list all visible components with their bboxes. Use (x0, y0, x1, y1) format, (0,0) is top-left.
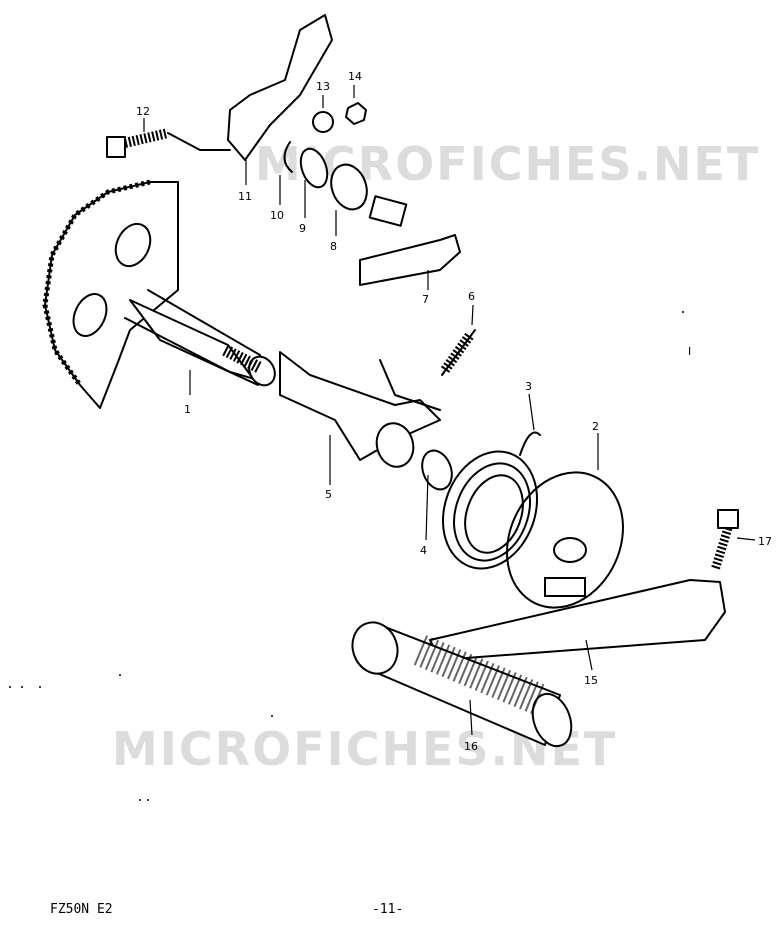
callout-1: 1 (184, 403, 191, 416)
callout-6: 6 (468, 290, 475, 303)
part-17-bolt (710, 509, 739, 572)
callout-10: 10 (270, 209, 284, 222)
callout-8: 8 (330, 240, 337, 253)
part-12-bolt (106, 128, 231, 158)
callout-13: 13 (316, 80, 330, 93)
callout-15: 15 (584, 674, 598, 687)
footer-model-code: FZ50N E2 (50, 902, 113, 917)
callout-5: 5 (325, 488, 332, 501)
section-mark: I (688, 345, 691, 358)
footer-page-number: -11- (372, 902, 404, 917)
callout-4: 4 (420, 544, 427, 557)
part-11-bracket (227, 14, 333, 161)
scan-specks (9, 311, 684, 801)
part-5-guide-plate (279, 351, 441, 468)
part-3-return-spring (441, 431, 541, 570)
part-1-starter-shaft-gear (42, 179, 276, 409)
part-6-spring (440, 329, 476, 376)
callout-11: 11 (238, 190, 252, 203)
callout-16: 16 (464, 740, 478, 753)
part-9-washer (299, 147, 329, 189)
part-8-bearing (330, 163, 368, 211)
callout-14: 14 (348, 70, 362, 83)
callout-9: 9 (299, 222, 306, 235)
callout-7: 7 (422, 293, 429, 306)
callout-3: 3 (525, 380, 532, 393)
leader-lines (143, 85, 756, 736)
callout-12: 12 (136, 105, 150, 118)
callout-2: 2 (592, 420, 599, 433)
part-16-grip (351, 621, 573, 748)
part-7-ratchet-lever (359, 195, 461, 286)
callout-17: 17 (758, 535, 772, 548)
part-4-bushing (421, 449, 453, 491)
part-13-washer (312, 111, 334, 133)
part-10-circlip (283, 141, 293, 173)
part-14-nut (345, 102, 367, 125)
